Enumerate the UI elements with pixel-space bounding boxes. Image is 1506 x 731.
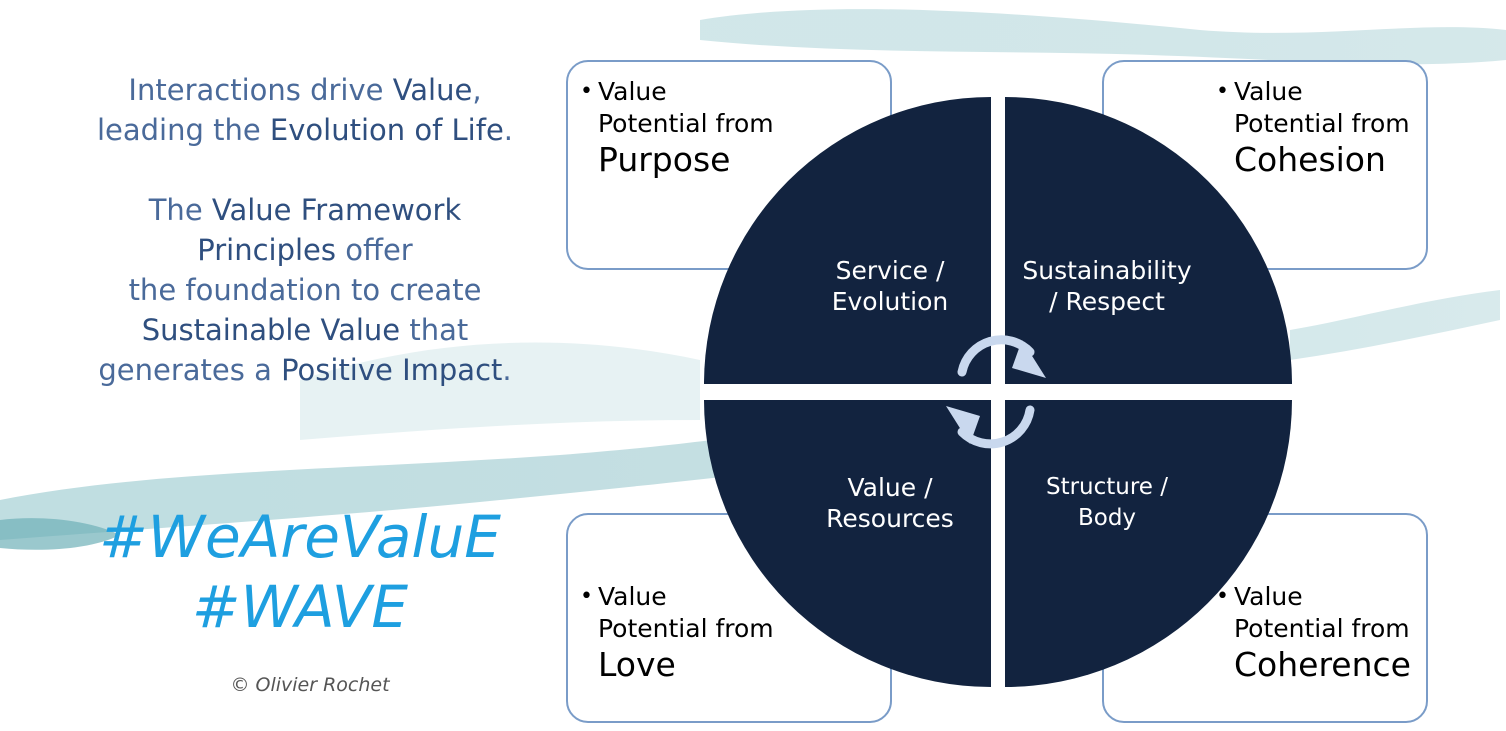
intro-text: Interactions drive Value, leading the Ev… <box>70 70 540 150</box>
principles-plain: offer <box>336 233 413 267</box>
quadrant-line: Value / <box>847 473 933 502</box>
quadrant-structure-body <box>1005 400 1292 687</box>
intro-punct: . <box>503 113 514 147</box>
intro-line-2: leading the Evolution of Life. <box>70 110 540 150</box>
cycle-arrows-icon <box>946 335 1046 449</box>
bullet-icon: • <box>1216 79 1229 104</box>
card-title: Coherence <box>1234 645 1411 684</box>
quadrant-sustainability-respect <box>1005 97 1292 384</box>
intro-text-plain: Interactions drive <box>128 73 393 107</box>
quadrant-line: Resources <box>826 504 954 533</box>
card-title: Cohesion <box>1234 140 1386 179</box>
principles-highlight: Positive Impact <box>281 353 503 387</box>
card-text: • Value Potential from Coherence <box>1216 581 1411 685</box>
card-text: • Value Potential from Purpose <box>580 76 774 180</box>
card-line: Potential from <box>1234 109 1410 138</box>
intro-text-plain: leading the <box>96 113 270 147</box>
principles-plain: The <box>148 193 212 227</box>
copyright-text: © Olivier Rochet <box>230 674 390 696</box>
card-line: Value <box>598 77 667 106</box>
principles-line-3: the foundation to create <box>128 273 482 307</box>
water-streak-top <box>700 9 1506 65</box>
principles-text: The Value Framework Principles offer the… <box>70 190 540 390</box>
card-line: Potential from <box>1234 614 1410 643</box>
bullet-icon: • <box>580 79 593 104</box>
card-line: Potential from <box>598 614 774 643</box>
principles-line-1: The Value Framework <box>70 190 540 230</box>
quadrant-line: / Respect <box>1049 287 1165 316</box>
principles-line-5: generates a Positive Impact. <box>70 350 540 390</box>
water-streak-left <box>0 518 120 550</box>
hashtag-wearevalue: #WeAreValuE <box>99 503 501 571</box>
card-coherence: • Value Potential from Coherence <box>1102 513 1428 723</box>
card-line: Value <box>1234 582 1303 611</box>
quadrant-label-sustainability: Sustainability / Respect <box>997 255 1217 317</box>
principles-highlight: Value Framework <box>211 193 462 227</box>
water-streak-middle <box>0 430 780 540</box>
quadrant-label-structure: Structure / Body <box>997 472 1217 534</box>
intro-punct: , <box>472 73 482 107</box>
principles-highlight: Principles <box>197 233 337 267</box>
quadrant-line: Evolution <box>831 287 949 316</box>
card-line: Value <box>598 582 667 611</box>
card-line: Value <box>1234 77 1303 106</box>
hashtag-wave: #WAVE <box>191 573 409 641</box>
card-text: • Value Potential from Love <box>580 581 774 685</box>
quadrant-value-resources <box>704 400 991 687</box>
card-title: Love <box>598 645 676 684</box>
quadrant-label-value: Value / Resources <box>780 472 1000 534</box>
quadrant-label-service: Service / Evolution <box>780 255 1000 317</box>
card-title: Purpose <box>598 140 731 179</box>
principles-punct: . <box>502 353 512 387</box>
water-mist <box>300 342 700 440</box>
principles-highlight: Sustainable Value <box>141 313 401 347</box>
card-text: • Value Potential from Cohesion <box>1216 76 1410 180</box>
principles-line-4: Sustainable Value that <box>70 310 540 350</box>
principles-line-2: Principles offer <box>70 230 540 270</box>
water-streak-right <box>1290 290 1500 360</box>
card-line: Potential from <box>598 109 774 138</box>
quadrant-line: Service / <box>835 256 945 285</box>
bullet-icon: • <box>580 584 593 609</box>
principles-plain: generates a <box>98 353 282 387</box>
quadrant-line: Body <box>1077 505 1137 531</box>
principles-plain: that <box>400 313 469 347</box>
quadrant-line: Structure / <box>1045 474 1169 500</box>
intro-highlight-value: Value <box>392 73 473 107</box>
quadrant-line: Sustainability <box>1022 256 1192 285</box>
intro-highlight-evolution: Evolution of Life <box>269 113 504 147</box>
intro-line-1: Interactions drive Value, <box>70 70 540 110</box>
quadrant-service-evolution <box>704 97 991 384</box>
